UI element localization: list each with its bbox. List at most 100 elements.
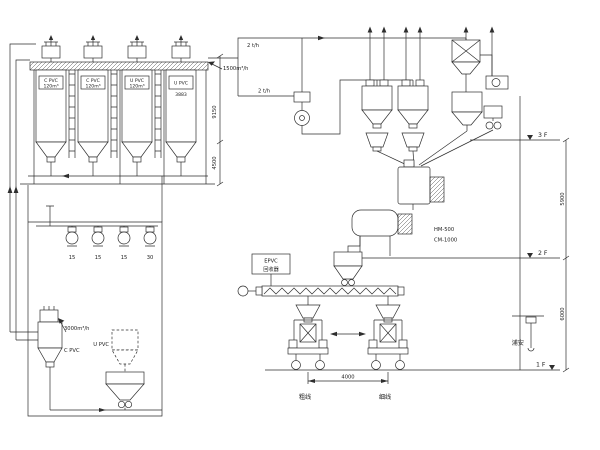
silo4-material-label: U PVC bbox=[174, 81, 188, 87]
recycler-label-line2: 回收器 bbox=[263, 265, 279, 273]
track-label-left: 粗线 bbox=[299, 393, 311, 401]
silo2-volume-label: 120m³ bbox=[85, 84, 100, 90]
silo3-material-label: U PVC bbox=[130, 78, 144, 84]
silo3-volume-label: 120m³ bbox=[129, 84, 144, 90]
pneumatic-conveying-lines: 2 t/h 2 t/h bbox=[208, 26, 495, 97]
main-silo-1: C PVC 120m³ bbox=[35, 69, 67, 176]
hoist-label: 浦安 bbox=[512, 339, 524, 347]
main-silo-3: U PVC 120m³ bbox=[121, 69, 153, 176]
elevation-dimension-line: 5900 6000 bbox=[560, 137, 570, 373]
support-beam bbox=[29, 61, 209, 71]
recycler-label-line1: EPVC bbox=[264, 259, 278, 265]
wheel-icon bbox=[315, 360, 325, 370]
blower-4-icon bbox=[143, 231, 157, 245]
bin1-weigh-hopper bbox=[365, 132, 389, 148]
silo-discharge-header bbox=[28, 173, 208, 222]
hoist-unit: 浦安 bbox=[512, 315, 544, 352]
silo-support-structure bbox=[20, 61, 215, 185]
wheel-icon bbox=[395, 360, 405, 370]
blower-2-icon bbox=[91, 231, 105, 245]
small-filter-unit bbox=[483, 105, 503, 119]
filter-3 bbox=[127, 45, 147, 59]
filter-4 bbox=[171, 45, 191, 59]
day-bin-1 bbox=[361, 38, 410, 167]
bin2-valve bbox=[408, 123, 418, 129]
top-line-capacity: 2 t/h bbox=[247, 43, 259, 49]
compound-receiver-cyclone bbox=[333, 251, 363, 286]
packing-dimension: 4000 bbox=[307, 372, 389, 384]
silo1-discharge-valve bbox=[46, 156, 56, 163]
silo-dimension-line: 9150 4500 1500m³/h bbox=[208, 53, 248, 187]
silo1-volume-label: 120m³ bbox=[43, 84, 58, 90]
silo-height-dim: 9150 bbox=[212, 105, 218, 118]
upvc-storage-label: U PVC bbox=[93, 342, 109, 348]
fan-icon bbox=[491, 78, 501, 87]
silo3-discharge-valve bbox=[132, 156, 142, 163]
main-silo-2: C PVC 120m³ bbox=[77, 69, 109, 176]
floor-3-label: 3 F bbox=[538, 132, 548, 139]
filter-2 bbox=[83, 45, 103, 59]
blower-3-icon bbox=[117, 231, 131, 245]
bin2-weigh-hopper bbox=[401, 132, 425, 148]
recycle-silo-valve bbox=[45, 361, 55, 368]
silo-cone-dim: 4500 bbox=[212, 156, 218, 169]
blower-2-rating: 15 bbox=[95, 255, 102, 261]
packing-station-right bbox=[367, 304, 409, 370]
floor2-1-dim: 6000 bbox=[560, 307, 566, 320]
shuttle-arrow bbox=[330, 331, 366, 337]
silo-top-filters bbox=[41, 35, 191, 62]
recycle-receiver-cyclone bbox=[50, 371, 162, 412]
packing-station-left bbox=[287, 304, 329, 370]
cpvc-storage-label: C PVC bbox=[64, 348, 80, 354]
future-hopper-dashed: U PVC bbox=[93, 329, 139, 372]
silo4-discharge-valve bbox=[176, 156, 186, 163]
silo1-material-label: C PVC bbox=[44, 78, 58, 84]
floor-2: 2 F bbox=[362, 250, 560, 259]
hot-mixer-model: HM-500 bbox=[434, 227, 454, 233]
epvc-recycler-box: EPVC 回收器 bbox=[251, 253, 291, 286]
floor-3: 3 F bbox=[470, 132, 560, 141]
wheel-icon bbox=[291, 360, 301, 370]
cooling-mixer-unit bbox=[347, 209, 413, 256]
main-silo-4: U PVC 3883 bbox=[165, 69, 197, 176]
floor-1-label: 1 F bbox=[536, 362, 546, 369]
cool-mixer-model: CM-1000 bbox=[434, 238, 457, 244]
wheel-icon bbox=[371, 360, 381, 370]
hoist-trolley bbox=[525, 316, 537, 324]
cooling-mixer-motor bbox=[397, 213, 413, 235]
blower-1-icon bbox=[65, 231, 79, 245]
conveyor-blower-icon bbox=[237, 285, 249, 297]
blower-1-rating: 15 bbox=[69, 255, 76, 261]
hot-mixer-motor bbox=[429, 176, 445, 203]
screw-conveyor bbox=[237, 285, 405, 305]
bin1-valve bbox=[372, 123, 382, 129]
silo-vent-flow-label: 1500m³/h bbox=[223, 66, 248, 72]
silo2-discharge-valve bbox=[88, 156, 98, 163]
recycle-air-flow-label: 3000m³/h bbox=[64, 326, 89, 332]
cooling-mixer-vessel bbox=[351, 209, 399, 237]
day-bin-2 bbox=[397, 38, 429, 167]
floor-1: 1 F bbox=[265, 362, 560, 371]
blower-4-rating: 30 bbox=[147, 255, 154, 261]
transfer-feeder-unit bbox=[293, 38, 414, 135]
blower-room-outline bbox=[27, 185, 163, 417]
dust-collector-unit bbox=[418, 38, 509, 167]
silo2-material-label: C PVC bbox=[86, 78, 100, 84]
blower-3-rating: 15 bbox=[121, 255, 128, 261]
hot-mixer-vessel bbox=[397, 166, 431, 205]
transfer-line-capacity: 2 t/h bbox=[258, 89, 270, 95]
additive-hopper bbox=[451, 91, 483, 113]
roots-blower-row: 15 15 15 30 bbox=[36, 205, 158, 261]
track-label-right: 细线 bbox=[379, 393, 391, 401]
recycle-silo: 3000m³/h C PVC bbox=[37, 306, 89, 410]
packing-span-dim: 4000 bbox=[341, 375, 354, 381]
filter-1 bbox=[41, 45, 61, 59]
floor3-2-dim: 5900 bbox=[560, 192, 566, 205]
recycle-riser-pipes bbox=[7, 43, 38, 341]
silo4-width-dim: 3883 bbox=[175, 92, 187, 98]
hot-mixer-unit: HM-500 CM-1000 bbox=[397, 159, 457, 244]
hook-icon bbox=[527, 347, 535, 352]
silo-access-ladders bbox=[68, 70, 162, 158]
